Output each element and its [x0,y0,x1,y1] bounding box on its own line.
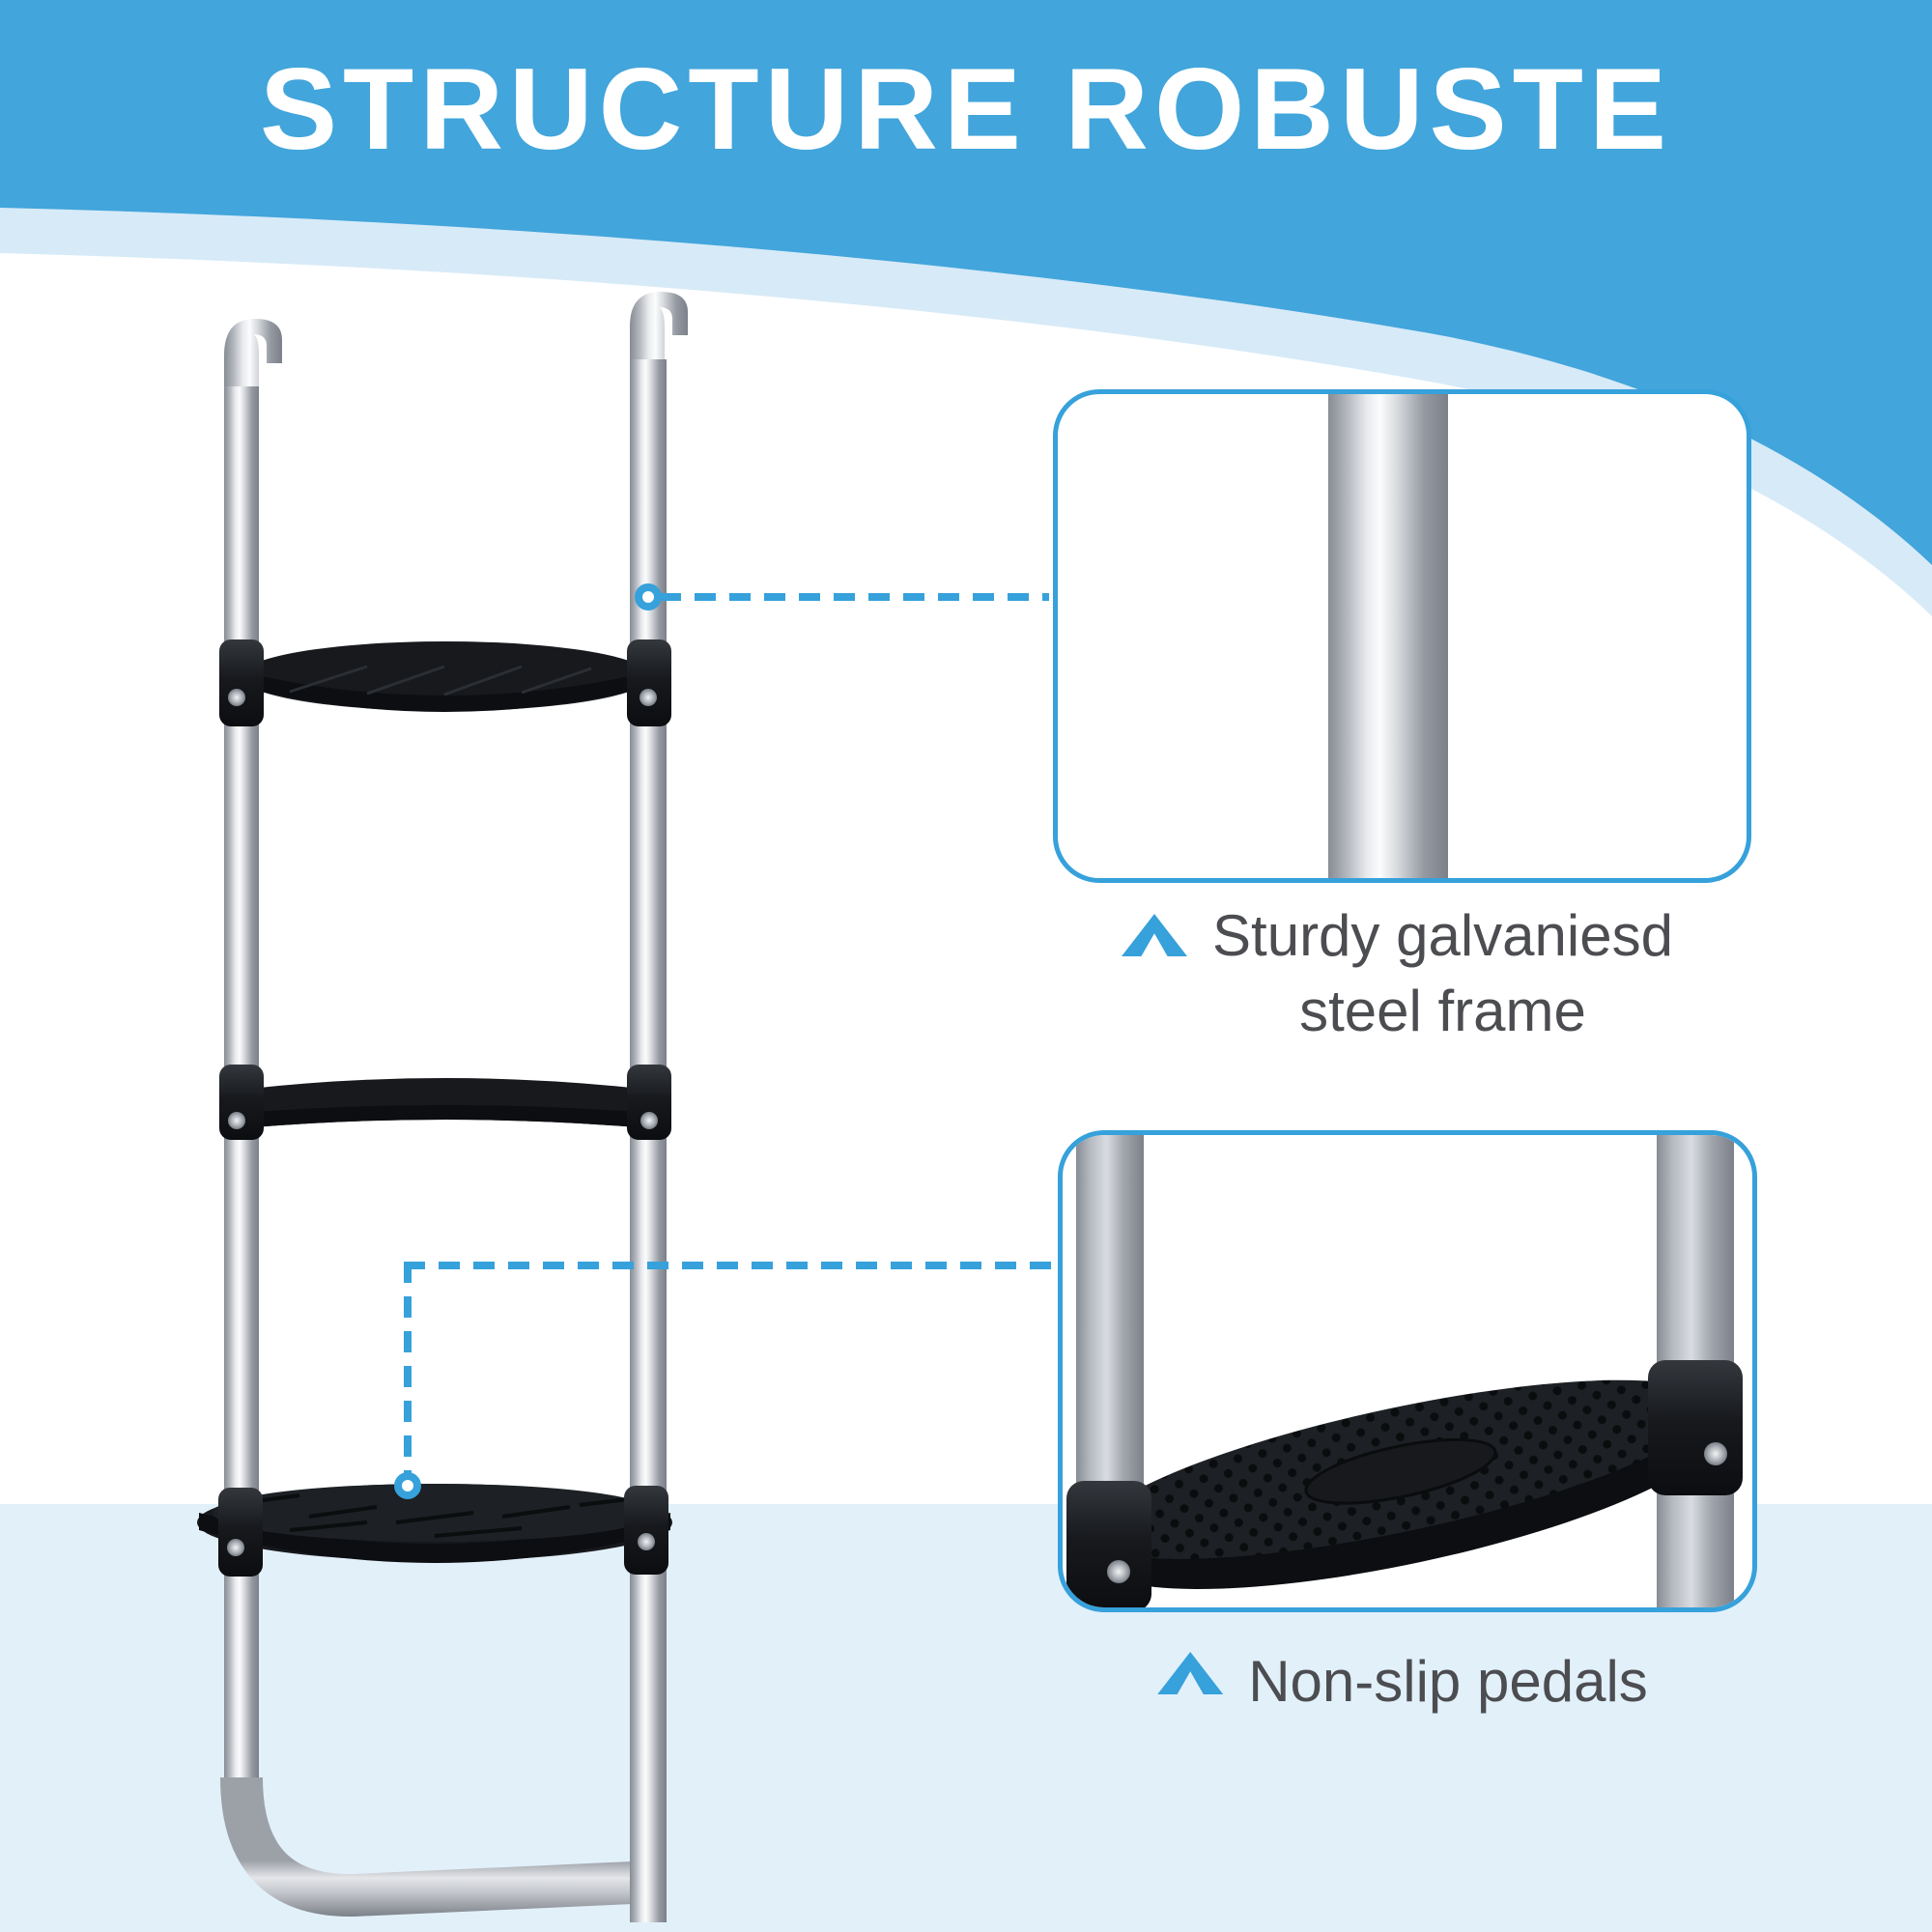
ladder-step-3 [197,1484,672,1577]
steel-tube-closeup [1328,394,1448,878]
pedal-right-screw [1704,1442,1727,1465]
connector-dot-pedal [394,1472,421,1499]
caption-pedal-text: Non-slip pedals [1248,1649,1648,1714]
connector-dashed-line-pedal-vertical [404,1262,412,1476]
connector-dashed-line-pedal-horizontal [404,1262,1055,1269]
bottom-tube [220,1776,654,1918]
pedal-right-clamp [1648,1360,1743,1495]
caption-pedal: Non-slip pedals [1058,1644,1747,1719]
arrow-up-icon [1122,914,1188,956]
arrow-up-icon [1157,1652,1224,1694]
ladder-step-2 [219,1065,671,1140]
header-blue-curve [0,0,1932,565]
ladder-step-1 [219,639,671,726]
page-title: STRUCTURE ROBUSTE [259,44,1673,174]
pedal-step [1090,1379,1719,1590]
connector-dot-frame [635,583,662,611]
callout-box-pedal [1058,1130,1757,1612]
pedal-left-screw [1107,1560,1130,1583]
callout-box-frame [1053,389,1751,883]
caption-frame-text: Sturdy galvaniesd steel frame [1212,903,1673,1043]
caption-frame: Sturdy galvaniesd steel frame [1053,898,1742,1049]
header-curve-background [0,0,1932,616]
connector-dashed-line-frame [660,593,1049,601]
right-rail [630,359,667,1922]
pedal-closeup [1066,1135,1743,1607]
pedal-left-clamp [1066,1481,1151,1607]
